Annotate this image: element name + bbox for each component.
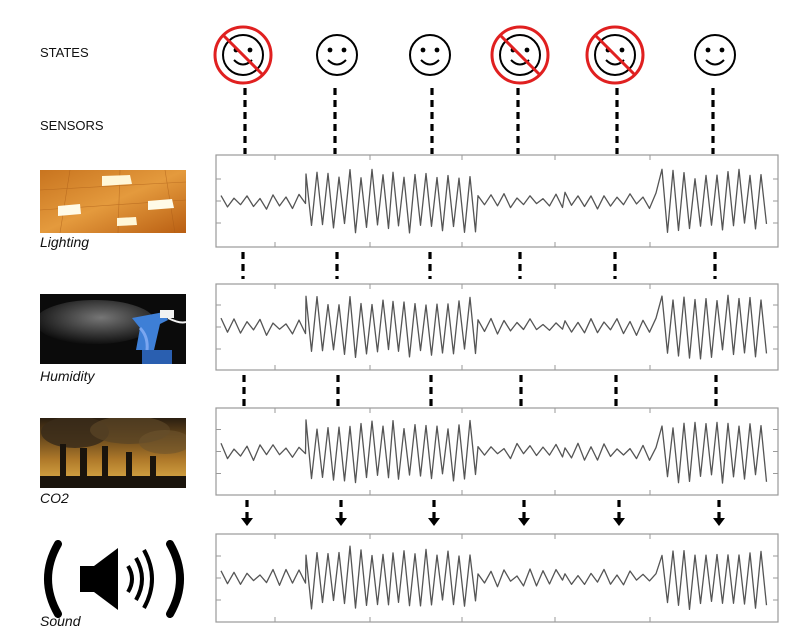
face-mouth — [327, 59, 347, 66]
face-eye — [619, 47, 625, 53]
spray-bottle-photo — [40, 294, 186, 364]
prohibited-slash — [593, 33, 637, 77]
states-header: STATES — [40, 45, 89, 60]
down-arrow-icon — [713, 518, 725, 526]
sensor-label-humidity: Humidity — [40, 368, 95, 384]
down-arrow-icon — [518, 518, 530, 526]
prohibited-circle-icon — [585, 25, 645, 85]
sensor-plot-frame — [215, 407, 779, 496]
sensor-signal-line — [220, 545, 768, 611]
face-eye — [705, 47, 711, 53]
down-arrow-icon — [428, 518, 440, 526]
sensor-label-sound: Sound — [40, 613, 81, 629]
face-eye — [420, 47, 426, 53]
face-mouth — [705, 59, 725, 66]
face-eye — [327, 47, 333, 53]
face-eye — [341, 47, 347, 53]
smiley-face-icon — [316, 34, 358, 76]
sensor-signal-line — [220, 168, 768, 234]
face-eye — [524, 47, 530, 53]
sensor-signal-line — [220, 294, 768, 360]
down-arrow-icon — [335, 518, 347, 526]
smiley-face-icon — [409, 34, 451, 76]
smokestack-photo — [40, 418, 186, 488]
sensor-plot-frame — [215, 533, 779, 623]
sensor-plot-frame — [215, 283, 779, 371]
sensor-signal-line — [220, 419, 768, 484]
sensors-header: SENSORS — [40, 118, 104, 133]
face-eye — [247, 47, 253, 53]
face-eye — [719, 47, 725, 53]
down-arrow-icon — [613, 518, 625, 526]
prohibited-circle-icon — [213, 25, 273, 85]
ceiling-lights-photo — [40, 170, 186, 233]
sensor-label-co2: CO2 — [40, 490, 69, 506]
smiley-face-icon — [694, 34, 736, 76]
speaker-icon — [40, 540, 190, 618]
prohibited-circle-icon — [490, 25, 550, 85]
sensor-label-lighting: Lighting — [40, 234, 90, 250]
face-mouth — [420, 59, 440, 66]
sensor-plot-frame — [215, 154, 779, 248]
prohibited-slash — [498, 33, 542, 77]
face-eye — [434, 47, 440, 53]
prohibited-slash — [221, 33, 265, 77]
down-arrow-icon — [241, 518, 253, 526]
